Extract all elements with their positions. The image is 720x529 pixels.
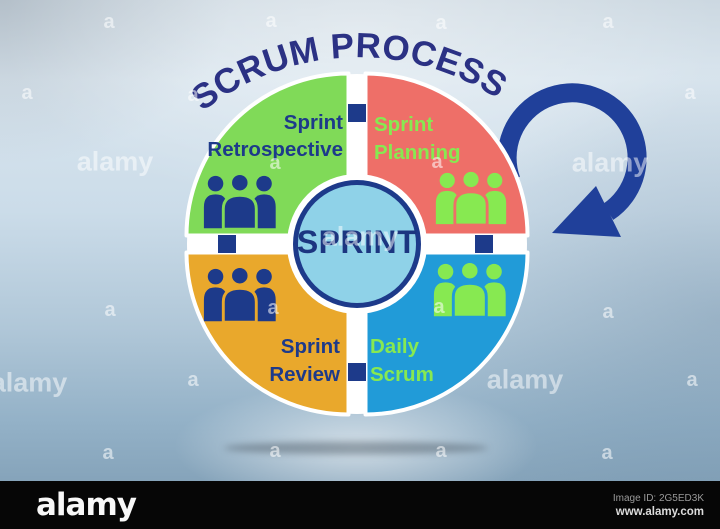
loop-arrow-head	[552, 186, 621, 237]
team-icon-planning	[435, 169, 507, 227]
team-icon-daily-scrum	[433, 260, 506, 319]
scrum-process-diagram: SPRINT	[184, 26, 647, 455]
website-text: www.alamy.com	[615, 505, 704, 518]
connector-square-bottom	[348, 363, 366, 381]
hub-label: SPRINT	[297, 224, 417, 260]
team-icon-review	[203, 265, 276, 324]
label-planning-line2: Planning	[374, 141, 461, 164]
label-daily-line2: Scrum	[370, 363, 434, 386]
label-review-line1: Sprint	[281, 335, 340, 358]
ground-shadow	[224, 441, 488, 455]
hub-inner-disc	[298, 185, 416, 303]
team-icon-retrospective	[203, 172, 276, 231]
connector-square-left	[218, 235, 236, 253]
label-daily-line1: Daily	[370, 335, 420, 358]
label-review-line2: Review	[269, 363, 340, 386]
connector-squares	[218, 104, 493, 381]
loop-arrow-arc	[497, 83, 647, 220]
footer-meta: Image ID: 2G5ED3K www.alamy.com	[613, 493, 704, 518]
connector-square-right	[475, 235, 493, 253]
footer-bar: alamy Image ID: 2G5ED3K www.alamy.com	[0, 481, 720, 529]
connector-square-top	[348, 104, 366, 122]
loop-arrow-icon	[497, 83, 647, 237]
label-retrospective-line1: Sprint	[284, 111, 343, 134]
label-retrospective-line2: Retrospective	[207, 138, 343, 161]
label-planning-line1: Sprint	[374, 113, 433, 136]
alamy-logo: alamy	[36, 486, 137, 523]
sprint-hub: SPRINT	[287, 174, 427, 314]
image-id-text: Image ID: 2G5ED3K	[612, 492, 704, 504]
